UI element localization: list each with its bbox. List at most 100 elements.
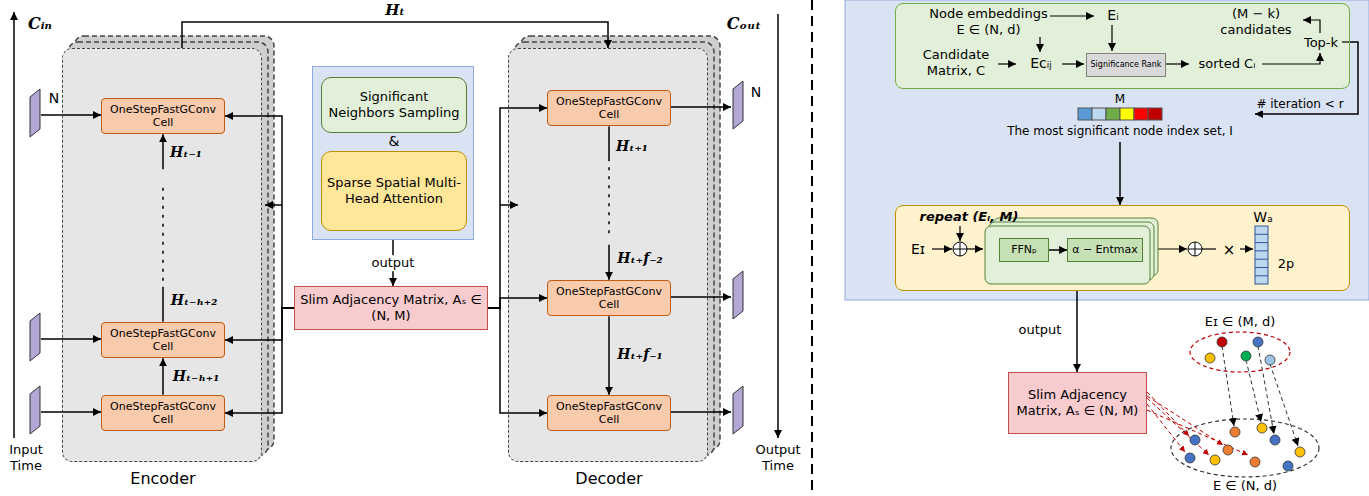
node-text: Eᴄᵢⱼ [1019, 55, 1063, 72]
connector [182, 22, 608, 48]
head-card [985, 226, 1150, 284]
connector [1049, 249, 1067, 251]
flow-arrow [13, 12, 15, 438]
head-card [985, 218, 1158, 284]
flow-arrow [959, 226, 960, 241]
graph-link [1222, 346, 1234, 426]
node-text: OneStepFastGConv Cell [105, 327, 221, 353]
node-text: Wₐ [1243, 209, 1283, 226]
graph-node [1185, 453, 1195, 463]
box-fill [508, 48, 708, 462]
node-text: OneStepFastGConv Cell [551, 95, 667, 121]
node-text: Encoder [88, 469, 238, 488]
sampling-box: Significant Neighbors Sampling [321, 77, 467, 133]
encoder-stack: EncoderOneStepFastGConv CellOneStepFastG… [62, 48, 262, 462]
node-text: × [1219, 241, 1239, 259]
conv-cell: OneStepFastGConv Cell [101, 322, 225, 358]
box-fill [895, 205, 1350, 291]
node-text: Eᵢ [1098, 7, 1128, 24]
adjacency-box: Slim Adjacency Matrix, Aₛ ∈ (N, M) [1008, 372, 1147, 434]
graph-link [1270, 364, 1298, 446]
sum-symbol [1195, 242, 1196, 256]
node-text: Node embeddings E ∈ (N, d) [926, 6, 1051, 37]
adjacency-box: Slim Adjacency Matrix, Aₛ ∈ (N, M) [294, 286, 488, 330]
index-square [1078, 108, 1092, 120]
input-slab [30, 89, 40, 137]
index-square [1120, 108, 1134, 120]
flow-arrow [668, 106, 731, 108]
graph-node [1295, 447, 1305, 457]
text-label: Eɪ ∈ (M, d) [1205, 314, 1276, 330]
ffn-box: FFNₚ [999, 238, 1049, 261]
edge-label: Hₜ [383, 1, 407, 19]
conv-cell: OneStepFastGConv Cell [547, 90, 671, 126]
node-text: Decoder [534, 469, 684, 488]
flow-arrow [1111, 25, 1112, 51]
edge-label: Hₜ₊f₋₁ [615, 346, 664, 363]
connector [225, 308, 294, 413]
text-label: Hₜ₊₁ [616, 138, 648, 155]
flow-arrow [1165, 63, 1189, 64]
text-label: Cₒᵤₜ [727, 14, 761, 33]
box-fill [312, 66, 474, 240]
node-text: 2p [1271, 256, 1301, 272]
node-text: Significance Rank [1091, 60, 1162, 70]
connector [225, 116, 294, 308]
connector [488, 298, 547, 308]
flow-arrow [1050, 15, 1094, 16]
connector [225, 308, 294, 340]
flow-arrow [1202, 248, 1216, 249]
flow-arrow [1240, 248, 1253, 249]
graph-node [1283, 461, 1293, 471]
text-label: Hₜ₋₁ [170, 144, 202, 161]
output-slab [733, 81, 743, 129]
node-text: Eɪ [904, 241, 932, 258]
index-set: MThe most significant node index set, I [985, 92, 1255, 142]
index-square [1092, 108, 1106, 120]
weight-vector [1255, 234, 1268, 235]
connector [1255, 42, 1358, 114]
text-label: Hₜ₊f₋₂ [617, 250, 662, 267]
output-slab [733, 271, 743, 319]
connector [488, 308, 547, 413]
text-label: E ∈ (N, d) [1213, 478, 1277, 494]
input-slab [30, 386, 40, 434]
graph-link [1147, 398, 1209, 455]
sum-symbol [960, 242, 961, 256]
box-fill [895, 3, 1350, 89]
connector [608, 316, 610, 395]
flow-arrow [41, 114, 101, 116]
conv-cell: OneStepFastGConv Cell [547, 395, 671, 431]
flow-arrow [1303, 20, 1320, 33]
sum-symbol [953, 242, 1202, 256]
module-panel: &Significant Neighbors SamplingSparse Sp… [312, 66, 474, 240]
connector [162, 134, 164, 322]
output-slab [733, 81, 743, 434]
node-text: M [1100, 92, 1140, 106]
node-text: Sparse Spatial Multi-Head Attention [325, 175, 463, 206]
index-square [1106, 108, 1120, 120]
graph-link [1147, 392, 1189, 436]
graph-region [1171, 419, 1319, 477]
graph-node [1223, 445, 1233, 455]
flow-arrow [41, 411, 101, 413]
flow-arrow [932, 248, 952, 249]
graph-link [1246, 360, 1261, 422]
node-text: FFNₚ [1011, 243, 1037, 256]
graph-node [1205, 353, 1215, 363]
weight-vector [1255, 259, 1268, 260]
connector [162, 358, 164, 395]
graph-node [1190, 435, 1200, 445]
graph-link [1147, 396, 1223, 445]
weight-vector [1255, 234, 1268, 275]
node-text: α − Entmax [1072, 243, 1138, 256]
node-text: OneStepFastGConv Cell [551, 285, 667, 311]
graph-node [1253, 337, 1263, 347]
node-text: Slim Adjacency Matrix, Aₛ ∈ (N, M) [298, 292, 484, 323]
node-text: Significant Neighbors Sampling [325, 89, 463, 120]
flow-arrow [1262, 53, 1320, 64]
node-text: (M − k) candidates [1211, 6, 1301, 37]
flow-arrow [998, 63, 1016, 64]
entmax-box: α − Entmax [1067, 238, 1143, 261]
graph-node [1265, 355, 1275, 365]
